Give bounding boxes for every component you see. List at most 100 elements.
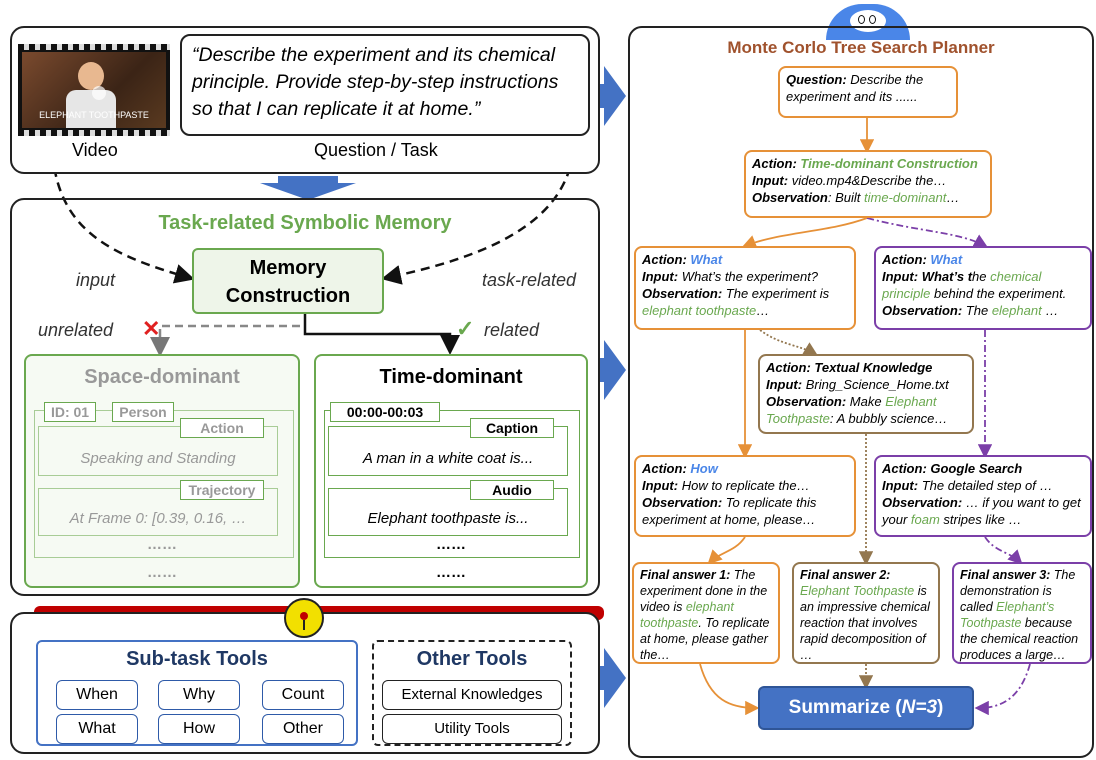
- f3-pre: The demonstration is called: [960, 568, 1076, 614]
- n6-obs-label: Observation:: [882, 495, 963, 510]
- memory-panel: [10, 198, 600, 596]
- f3-post: because the chemical reaction produces a…: [960, 616, 1079, 662]
- knob-stem: [303, 620, 305, 630]
- memory-construction-box: Memory Construction: [192, 248, 384, 314]
- f1-g: elephant toothpaste: [640, 600, 734, 630]
- f1-label: Final answer 1:: [640, 568, 731, 582]
- n3-input-post: behind the experiment.: [930, 286, 1067, 301]
- n1-obs-g: time-dominant: [863, 190, 947, 205]
- check-icon: ✓: [456, 316, 475, 341]
- n4-obs-g: Elephant Toothpaste: [766, 394, 937, 426]
- n1-obs-pre: : Built: [827, 190, 864, 205]
- node-how[interactable]: Action: How Input: How to replicate the……: [634, 455, 856, 537]
- tool-other[interactable]: Other: [262, 714, 344, 744]
- space-action-item: [38, 426, 278, 476]
- n1-obs-post: …: [946, 190, 960, 205]
- n2-input-label: Input:: [642, 269, 679, 284]
- n2-action-label: Action:: [642, 252, 691, 267]
- flow-arrow-down: [260, 176, 356, 200]
- n2-obs-post: …: [756, 303, 770, 318]
- node-question[interactable]: Question: Describe the experiment and it…: [778, 66, 958, 118]
- thumbnail-caption: ELEPHANT TOOTHPASTE: [39, 110, 149, 120]
- node-what-experiment[interactable]: Action: What Input: What’s the experimen…: [634, 246, 856, 330]
- space-trajectory-item: [38, 488, 278, 536]
- time-title: Time-dominant: [379, 366, 523, 388]
- node-google-search[interactable]: Action: Google Search Input: The detaile…: [874, 455, 1092, 537]
- node-what-principle[interactable]: Action: What Input: What’s the chemical …: [874, 246, 1092, 330]
- space-action-text: Speaking and Standing: [80, 450, 236, 467]
- space-dominant-box: Space-dominant ID: 01 Person Action Spea…: [24, 354, 300, 588]
- play-icon[interactable]: [92, 86, 106, 100]
- space-action-tag: Action: [180, 418, 264, 438]
- n6-obs-pre: … if you want to get your: [882, 495, 1081, 527]
- other-tools-title: Other Tools: [416, 648, 528, 670]
- caption-item: [328, 426, 568, 476]
- space-person-tag: Person: [112, 402, 174, 422]
- n1-action: Time-dominant Construction: [800, 156, 978, 171]
- video-label: Video: [72, 140, 118, 160]
- flow-arrow-right-1: [598, 66, 626, 126]
- audio-tag: Audio: [470, 480, 554, 500]
- n4-obs-pre: Make: [846, 394, 886, 409]
- construction-line-1: Memory: [249, 257, 327, 279]
- space-dots-2: ……: [147, 564, 177, 581]
- n6-obs-post: stripes like …: [939, 512, 1022, 527]
- time-dots-2: ……: [436, 564, 466, 581]
- n2-action: What: [690, 252, 723, 267]
- video-thumbnail[interactable]: ELEPHANT TOOTHPASTE: [18, 44, 170, 136]
- input-edge-label: input: [76, 270, 116, 290]
- n5-action: How: [690, 461, 718, 476]
- tool-why[interactable]: Why: [158, 680, 240, 710]
- presenter-coat: [66, 90, 116, 128]
- node-textual-knowledge[interactable]: Action: Textual Knowledge Input: Bring_S…: [758, 354, 974, 434]
- summarize-button[interactable]: Summarize (N=3): [758, 686, 974, 730]
- unrelated-line: [150, 324, 300, 357]
- n4-obs-post: : A bubbly science…: [829, 411, 948, 426]
- n6-input-label: Input:: [882, 478, 919, 493]
- presenter-head: [78, 62, 104, 90]
- knob-dot: [300, 612, 308, 620]
- f2-label: Final answer 2:: [800, 568, 891, 582]
- question-label: Question / Task: [314, 140, 438, 160]
- n2-obs-label: Observation:: [642, 286, 723, 301]
- subtask-title: Sub-task Tools: [126, 648, 268, 670]
- flow-arrow-right-2: [598, 340, 626, 400]
- film-strip-bottom: [18, 130, 170, 136]
- construction-line-2: Construction: [225, 285, 351, 307]
- node-final-answer-3[interactable]: Final answer 3: The demonstration is cal…: [952, 562, 1092, 664]
- tool-utility-tools[interactable]: Utility Tools: [382, 714, 562, 744]
- tool-how[interactable]: How: [158, 714, 240, 744]
- time-dots-1: ……: [436, 536, 466, 553]
- node-final-answer-1[interactable]: Final answer 1: The experiment done in t…: [632, 562, 780, 664]
- n6-action: Action: Google Search: [882, 461, 1023, 476]
- cross-icon: ✕: [142, 316, 161, 341]
- n6-input: The detailed step of …: [918, 478, 1053, 493]
- n5-obs: To replicate this experiment at home, pl…: [642, 495, 817, 527]
- n2-obs-g: elephant toothpaste: [642, 303, 757, 318]
- space-trajectory-text: At Frame 0: [0.39, 0.16, …: [69, 510, 247, 527]
- tool-when[interactable]: When: [56, 680, 138, 710]
- n5-action-label: Action:: [642, 461, 691, 476]
- f2-post: is an impressive chemical reaction that …: [800, 584, 930, 662]
- question-label: Question:: [786, 72, 847, 87]
- tool-count[interactable]: Count: [262, 680, 344, 710]
- time-record: [324, 410, 580, 558]
- n3-input-g: chemical principle: [882, 269, 1042, 301]
- other-tools-box: Other Tools External Knowledges Utility …: [372, 640, 572, 746]
- n5-input: How to replicate the…: [678, 478, 810, 493]
- mascot-eye-right: [869, 15, 876, 24]
- n3-obs-g: elephant: [991, 303, 1042, 318]
- tool-what[interactable]: What: [56, 714, 138, 744]
- n5-obs-label: Observation:: [642, 495, 723, 510]
- question-text: Describe the experiment and its ......: [786, 72, 924, 104]
- n1-action-label: Action:: [752, 156, 801, 171]
- caption-text: A man in a white coat is...: [362, 450, 534, 467]
- task-related-edge-label: task-related: [482, 270, 577, 290]
- n2-input: What’s the experiment?: [678, 269, 819, 284]
- tool-external-knowledges[interactable]: External Knowledges: [382, 680, 562, 710]
- n3-action-label: Action:: [882, 252, 931, 267]
- node-time-dominant-construction[interactable]: Action: Time-dominant Construction Input…: [744, 150, 992, 218]
- film-strip-top: [18, 44, 170, 50]
- audio-text: Elephant toothpaste is...: [367, 510, 529, 527]
- node-final-answer-2[interactable]: Final answer 2:Elephant Toothpaste is an…: [792, 562, 940, 664]
